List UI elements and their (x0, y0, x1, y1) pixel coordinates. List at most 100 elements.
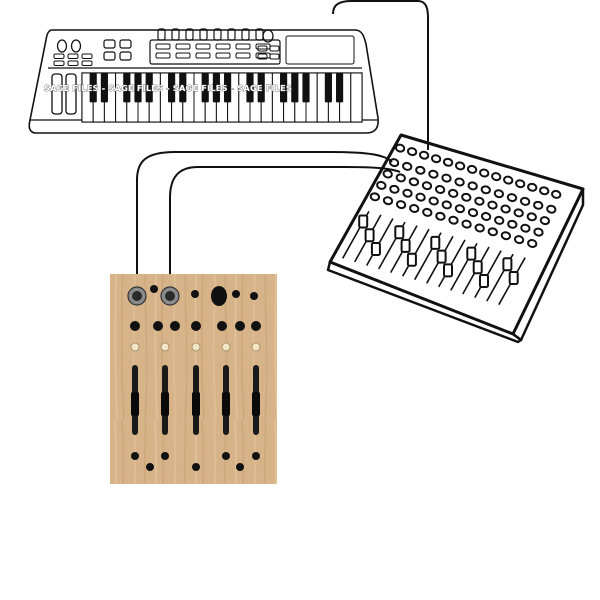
fader-knob-icon (395, 226, 403, 238)
mixer-knob-icon (481, 185, 491, 194)
mixer-knob-icon (534, 228, 544, 237)
button-icon (54, 61, 64, 66)
mixer-knob-icon (402, 162, 412, 171)
led-hole (191, 321, 201, 331)
mixer-knob-icon (431, 154, 441, 163)
fader-knob-icon (467, 248, 475, 260)
mixer-knob-icon (527, 212, 537, 221)
screw-hole (252, 452, 260, 460)
mixer-knob-icon (435, 212, 445, 221)
button-icon (68, 54, 78, 59)
led-hole (130, 321, 140, 331)
watermark-text: SAGE FILES - SAGE FILES - SAGE FILES - S… (44, 83, 292, 93)
knob-icon (58, 40, 67, 52)
fader-knob-icon (161, 392, 169, 416)
button-icon (156, 44, 170, 49)
fader-knob-icon (438, 251, 446, 263)
mixer-knob-icon (395, 144, 405, 153)
fader-knob-icon (222, 392, 230, 416)
mixer-knob-icon (501, 231, 511, 240)
wooden-fader-panel (110, 274, 277, 484)
button-icon (270, 46, 279, 51)
indicator-light (222, 343, 230, 351)
mixer-knob-icon (442, 174, 452, 183)
mixer-knob-icon (507, 220, 517, 229)
indicator-light (131, 343, 139, 351)
screw-hole (236, 463, 244, 471)
button-icon (82, 54, 92, 59)
keyboard-keybed (82, 73, 362, 122)
mixer-knob-icon (533, 201, 543, 210)
pad-icon (120, 52, 131, 60)
screw-hole (150, 285, 158, 293)
led-hole (217, 321, 227, 331)
fader-knob-icon (252, 392, 260, 416)
fader-knob-icon (408, 254, 416, 266)
black-key (325, 73, 332, 102)
mixer-knob-icon (501, 205, 511, 214)
button-icon (54, 54, 64, 59)
fader-knob-icon (474, 261, 482, 273)
mixer-knob-icon (409, 177, 419, 186)
button-icon (196, 53, 210, 58)
button-icon (68, 61, 78, 66)
mixer-knob-icon (468, 182, 478, 191)
knob-icon (72, 40, 81, 52)
mixer-knob-icon (539, 186, 549, 195)
button-icon (176, 53, 190, 58)
fader-knob-icon (192, 392, 200, 416)
mixer-knob-icon (370, 192, 380, 201)
pad-icon (120, 40, 131, 48)
mixer-knob-icon (462, 220, 472, 229)
mixer-knob-icon (449, 216, 459, 225)
keyboard-right-panel (286, 36, 354, 64)
mixer-knob-icon (527, 183, 537, 192)
mixer-knob-icon (515, 179, 525, 188)
keyboard-pitch-wheel (52, 74, 62, 114)
white-key (351, 73, 362, 122)
mixer-knob-icon (474, 197, 484, 206)
mixer-knob-icon (514, 235, 524, 244)
keyboard-controls (54, 29, 354, 66)
fader-knob-icon (431, 237, 439, 249)
mixer-knob-icon (488, 201, 498, 210)
mixer-knob-icon (494, 189, 504, 198)
mixer-knob-icon (422, 181, 432, 190)
pad-icon (104, 52, 115, 60)
mixer-knob-icon (546, 205, 556, 214)
mixer-knob-icon (488, 227, 498, 236)
button-icon (156, 53, 170, 58)
mixer-knob-icon (540, 216, 550, 225)
mixer-knob-icon (429, 197, 439, 206)
mixer-knob-icon (383, 170, 393, 179)
fader-knob-icon (359, 216, 367, 228)
mixer-knob-icon (422, 208, 432, 217)
fader-knob-icon (131, 392, 139, 416)
mixer-knob-icon (403, 189, 413, 198)
button-icon (236, 53, 250, 58)
black-key (336, 73, 343, 102)
mixer-knob-icon (448, 189, 458, 198)
mixer-knob-icon (376, 181, 386, 190)
led-hole (235, 321, 245, 331)
mixer-knob-icon (455, 178, 465, 187)
mixer-knob-icon (389, 158, 399, 167)
button-icon (216, 44, 230, 49)
led-hole (153, 321, 163, 331)
fader-knob-icon (444, 264, 452, 276)
led-hole (251, 321, 261, 331)
mixer-knob-icon (527, 239, 537, 248)
pad-icon (104, 40, 115, 48)
fader-knob-icon (372, 243, 380, 255)
button-icon (216, 53, 230, 58)
mixer-knob-icon (494, 216, 504, 225)
jack-hole (132, 291, 142, 301)
button-icon (82, 61, 92, 66)
mixer-knob-icon (551, 190, 561, 199)
cables (137, 1, 428, 292)
button-icon (236, 44, 250, 49)
indicator-light (252, 343, 260, 351)
mixer-knob-icon (416, 193, 426, 202)
screw-hole (131, 452, 139, 460)
